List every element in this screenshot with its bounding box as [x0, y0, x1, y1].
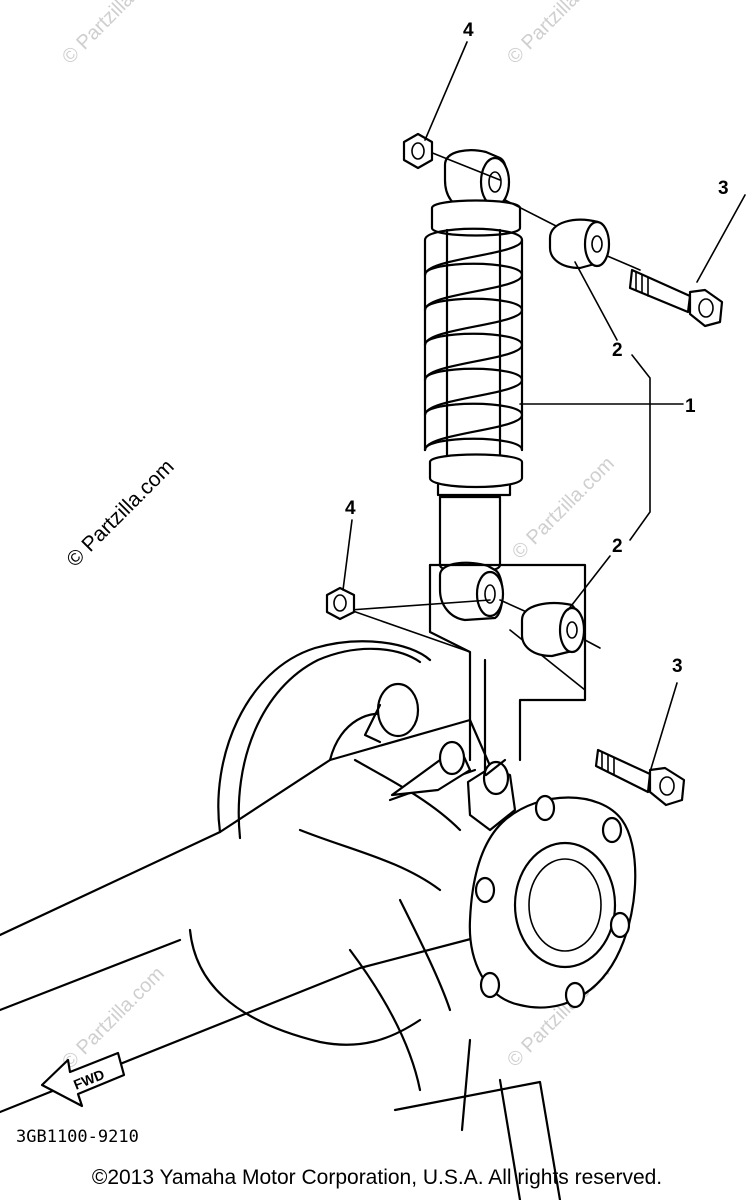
upper-nut	[402, 132, 434, 170]
callout-numbers: 4 3 2 1 2 4 3	[345, 20, 729, 677]
watermark-mid-right: © Partzilla.com	[508, 453, 619, 564]
watermark-top-right: © Partzilla.com	[503, 0, 614, 69]
callout-3-lower: 3	[672, 656, 683, 677]
swingarm-housing	[0, 640, 562, 1200]
lower-bolt	[594, 748, 686, 807]
assembly-guide-lines	[349, 151, 641, 777]
callout-2-lower: 2	[612, 536, 623, 557]
hub-stud-hole	[534, 794, 556, 822]
lower-collar	[520, 602, 586, 658]
callout-4-top: 4	[463, 20, 474, 41]
callout-1: 1	[685, 396, 696, 417]
mount-hole-right	[482, 760, 510, 796]
hub-stud-hole	[601, 816, 623, 844]
mount-hole-left	[438, 740, 466, 776]
coil-spring	[423, 227, 524, 452]
copyright-notice: ©2013 Yamaha Motor Corporation, U.S.A. A…	[91, 1166, 663, 1189]
callout-2-upper: 2	[612, 340, 623, 361]
diagram-part-code: 3GB1100-9210	[16, 1127, 139, 1147]
hub-stud-hole	[564, 981, 586, 1009]
leader-lines	[342, 41, 746, 773]
shock-absorber	[423, 149, 524, 622]
watermark-left: © Partzilla.com	[62, 455, 178, 571]
hub-stud-hole	[479, 971, 501, 999]
lower-nut	[325, 586, 356, 621]
watermark-top-left: © Partzilla.com	[58, 0, 169, 69]
hub-stud-hole	[474, 876, 496, 904]
callout-3-top: 3	[718, 178, 729, 199]
wheel-hub	[468, 794, 637, 1009]
upper-bolt	[628, 268, 724, 328]
upper-collar	[548, 218, 611, 270]
swingarm-boss	[376, 682, 420, 738]
callout-4-mid: 4	[345, 498, 356, 519]
hub-stud-hole	[609, 911, 631, 939]
